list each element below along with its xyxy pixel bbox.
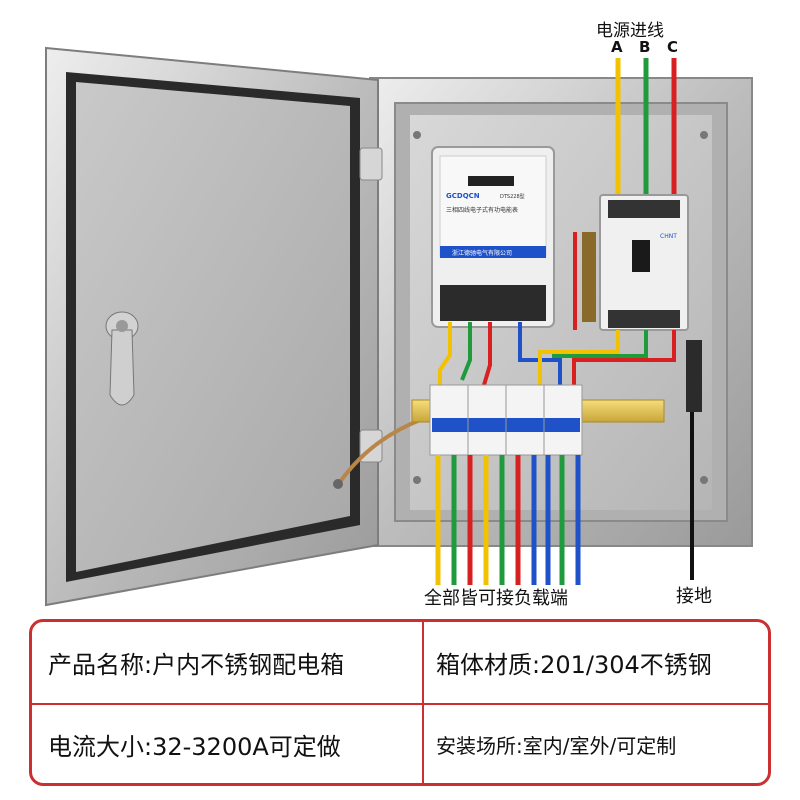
door: [45, 46, 421, 607]
phase-c-label: C: [667, 38, 679, 56]
power-input-label: 电源进线: [596, 21, 664, 41]
table-divider-vertical: [422, 622, 424, 783]
svg-text:GCDQCN: GCDQCN: [446, 192, 480, 200]
svg-text:CHNT: CHNT: [660, 233, 677, 240]
spec-product-name: 产品名称:户内不锈钢配电箱: [48, 651, 345, 679]
spec-table: 产品名称:户内不锈钢配电箱 箱体材质:201/304不锈钢 电流大小:32-32…: [29, 619, 771, 786]
distribution-box-illustration: GCDQCN DTS228型 三相四线电子式有功电能表 浙江德驰电气有限公司 C…: [45, 46, 753, 607]
spec-location: 安装场所:室内/室外/可定制: [436, 733, 677, 758]
table-divider-horizontal: [32, 703, 768, 705]
internal-wires: [438, 322, 676, 390]
mcb-group: [429, 384, 583, 456]
main-breaker: CHNT: [599, 194, 689, 331]
terminal-bar: [573, 232, 702, 412]
energy-meter: GCDQCN DTS228型 三相四线电子式有功电能表 浙江德驰电气有限公司: [431, 146, 555, 328]
load-terminals-label: 全部皆可接负载端: [424, 588, 568, 609]
incoming-wires: [615, 58, 677, 200]
svg-text:三相四线电子式有功电能表: 三相四线电子式有功电能表: [446, 206, 518, 214]
door-lock-handle: [105, 311, 139, 406]
load-wires: [435, 455, 581, 585]
spec-material: 箱体材质:201/304不锈钢: [436, 651, 712, 679]
svg-text:浙江德驰电气有限公司: 浙江德驰电气有限公司: [452, 249, 512, 257]
ground-label: 接地: [676, 586, 712, 607]
spec-current: 电流大小:32-3200A可定做: [48, 732, 341, 761]
phase-b-label: B: [639, 38, 651, 56]
svg-text:DTS228型: DTS228型: [500, 193, 525, 200]
phase-a-label: A: [611, 38, 623, 56]
